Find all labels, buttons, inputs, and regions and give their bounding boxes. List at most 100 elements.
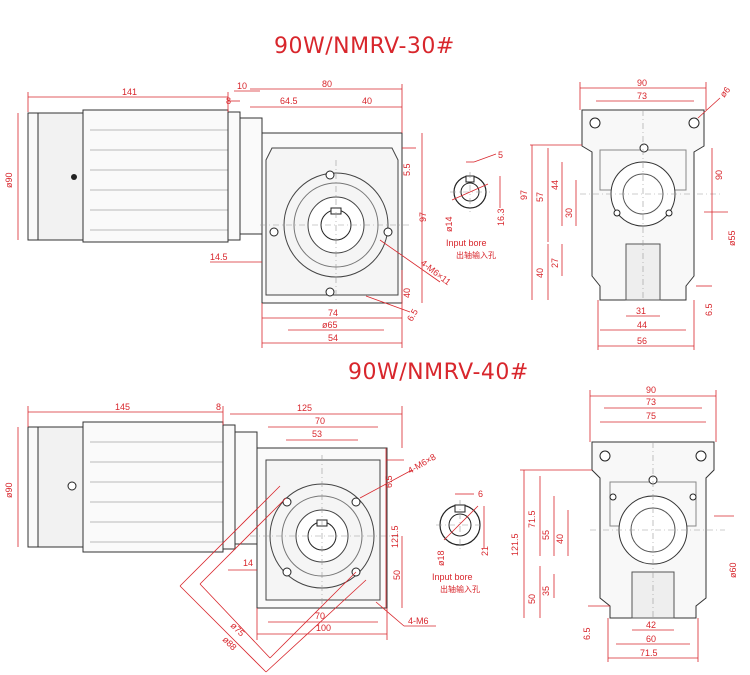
side-dim-60: 60: [646, 634, 656, 644]
dim-54: 54: [328, 333, 338, 343]
bolt-icon: [351, 497, 361, 507]
bolt-icon: [689, 493, 697, 501]
nmrv30-side-view: 90 73 ø6 97 57 44 30 27 40 90 ø55: [519, 78, 737, 350]
side-dim-d55: ø55: [727, 230, 737, 246]
side-dim-75: 75: [646, 411, 656, 421]
bore-dim-21: 21: [480, 546, 490, 556]
side-dim-6-5: 6.5: [582, 627, 592, 640]
bore-dim-6: 6: [478, 489, 483, 499]
side-dim-35: 35: [541, 586, 551, 596]
bolt-icon: [325, 170, 335, 180]
motor-body: [82, 109, 229, 243]
dim-74: 74: [328, 308, 338, 318]
side-dim-57: 57: [535, 192, 545, 202]
dim-145: 145: [115, 402, 130, 412]
dim-70: 70: [315, 416, 325, 426]
side-dim-56: 56: [637, 336, 647, 346]
dim-64-5: 64.5: [280, 96, 298, 106]
dim-4-m6x8: 4-M6×8: [406, 452, 438, 476]
dim-40b: 40: [402, 288, 412, 298]
dim-d90: ø90: [4, 172, 14, 188]
bore-dim-d14: ø14: [444, 216, 454, 232]
title-nmrv30: 90W/NMRV-30#: [274, 34, 455, 59]
dim-50: 50: [392, 570, 402, 580]
bolt-icon: [639, 143, 649, 153]
dim-14: 14: [243, 558, 253, 568]
side-dim-27: 27: [550, 258, 560, 268]
dim-125: 125: [297, 403, 312, 413]
dim-6-5: 6.5: [384, 475, 394, 488]
motor-body: [82, 421, 224, 553]
bolt-icon: [688, 117, 700, 129]
bore-dim-d18: ø18: [436, 550, 446, 566]
dim-70b: 70: [315, 611, 325, 621]
nmrv40-side-view: 90 73 75 121.5 71.5 55 40 50 35 ø60 6.5: [510, 385, 738, 662]
bore-dim-16-3: 16.3: [496, 208, 506, 226]
dim-4-m6x11: 4-M6×11: [419, 258, 453, 287]
dim-4-m6: 4-M6: [408, 616, 429, 626]
side-dim-6-5: 6.5: [704, 303, 714, 316]
nmrv30-input-bore: 5 ø14 16.3 Input bore 出轴输入孔: [444, 150, 506, 260]
dim-121-5: 121.5: [390, 525, 400, 548]
side-dim-121-5: 121.5: [510, 533, 520, 556]
bore-label: Input bore: [432, 572, 473, 582]
dim-d90: ø90: [4, 482, 14, 498]
side-dim-30: 30: [564, 208, 574, 218]
bolt-icon: [383, 227, 393, 237]
side-dim-d60: ø60: [728, 562, 738, 578]
bolt-icon: [609, 493, 617, 501]
dim-8: 8: [216, 402, 221, 412]
bolt-icon: [282, 497, 292, 507]
dim-d65: ø65: [322, 320, 338, 330]
dim-97: 97: [418, 212, 428, 222]
bore-label-cn: 出轴输入孔: [440, 584, 480, 594]
side-dim-71-5: 71.5: [527, 510, 537, 528]
bolt-icon: [282, 567, 292, 577]
bolt-icon: [269, 227, 279, 237]
dim-d88: ø88: [221, 634, 239, 652]
nmrv30-front-view: 141 10 8 80 64.5 40 ø90 5.5 97 14.5 4-M6…: [4, 79, 453, 348]
side-dim-d6: ø6: [718, 85, 732, 99]
bolt-icon: [599, 450, 611, 462]
bolt-icon: [665, 209, 673, 217]
bolt-icon: [613, 209, 621, 217]
side-dim-55: 55: [541, 530, 551, 540]
side-dim-40: 40: [535, 268, 545, 278]
side-dim-90: 90: [646, 385, 656, 395]
side-dim-44b: 44: [637, 320, 647, 330]
nmrv40-input-bore: 6 ø18 21 Input bore 出轴输入孔: [432, 489, 490, 594]
title-nmrv40: 90W/NMRV-40#: [348, 360, 529, 385]
bore-label: Input bore: [446, 238, 487, 248]
dim-5-5: 5.5: [402, 163, 412, 176]
dim-141: 141: [122, 87, 137, 97]
dim-14-5: 14.5: [210, 252, 228, 262]
bore-label-cn: 出轴输入孔: [456, 250, 496, 260]
motor-screw-icon: [67, 481, 77, 491]
dim-100: 100: [316, 623, 331, 633]
bolt-icon: [695, 450, 707, 462]
side-dim-40: 40: [555, 534, 565, 544]
side-dim-97: 97: [519, 190, 529, 200]
dim-d75: ø75: [229, 620, 247, 638]
side-dim-73: 73: [637, 91, 647, 101]
motor-screw-icon: [71, 174, 77, 180]
side-dim-90r: 90: [714, 170, 724, 180]
dim-6-5: 6.5: [405, 307, 420, 323]
side-dim-44: 44: [550, 180, 560, 190]
side-dim-42: 42: [646, 620, 656, 630]
nmrv40-front-view: 145 8 125 70 53 ø90 4-M6×8 6.5 121.5 14 …: [4, 402, 438, 673]
dim-8: 8: [226, 96, 231, 106]
side-dim-50: 50: [527, 594, 537, 604]
dim-40: 40: [362, 96, 372, 106]
dim-80: 80: [322, 79, 332, 89]
side-dim-31: 31: [636, 306, 646, 316]
side-dim-90: 90: [637, 78, 647, 88]
bolt-icon: [589, 117, 601, 129]
side-dim-73: 73: [646, 397, 656, 407]
dim-10: 10: [237, 81, 247, 91]
side-dim-71-5b: 71.5: [640, 648, 658, 658]
bolt-icon: [325, 287, 335, 297]
dim-53: 53: [312, 429, 322, 439]
